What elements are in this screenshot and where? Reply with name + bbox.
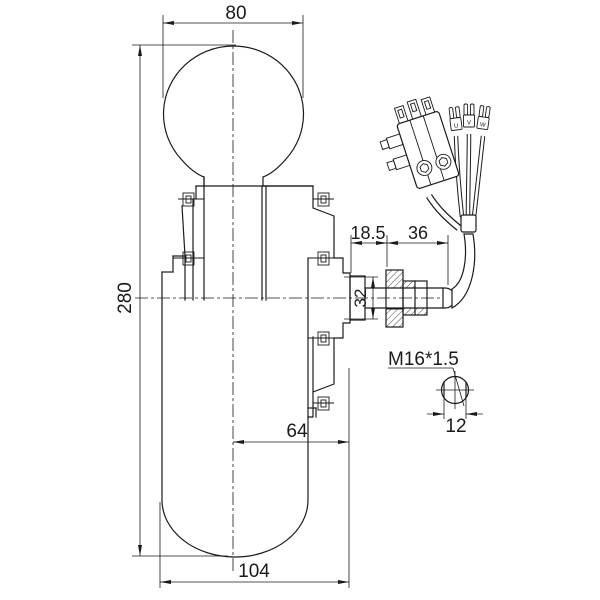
centerlines <box>135 30 462 572</box>
ball-top-outline <box>162 45 305 187</box>
wheel-outline <box>161 45 309 558</box>
fork-terminal-u: U <box>448 106 463 131</box>
signal-connector <box>379 96 460 189</box>
dim-overall-width-label: 104 <box>238 561 270 582</box>
motor-cable: U V W <box>379 96 491 310</box>
fork-terminal-v: V <box>463 103 475 128</box>
hub-left-cover <box>161 185 197 273</box>
dimension-ball-width: 80 <box>162 3 304 98</box>
hub-right-cover <box>262 185 351 418</box>
hub-inner-plates <box>184 176 314 418</box>
dim-axle-step-label: 18.5 <box>350 223 385 243</box>
main-cable <box>451 233 476 310</box>
connector-screw-2 <box>435 153 452 170</box>
terminal-label-u: U <box>454 123 459 129</box>
hub-bolts <box>173 192 343 411</box>
phase-wires <box>453 133 486 218</box>
motor-hub <box>161 176 351 418</box>
connector-screw-1 <box>416 160 433 176</box>
dimension-axle-sections: 18.5 36 <box>350 223 449 285</box>
dimension-hub-offset: 64 <box>233 368 350 588</box>
terminal-label-v: V <box>467 121 471 127</box>
thread-callout-label: M16*1.5 <box>388 349 459 370</box>
terminal-label-w: W <box>479 122 486 129</box>
dim-hub-offset-label: 64 <box>286 421 308 442</box>
dim-ball-width-label: 80 <box>225 3 246 24</box>
axle-assembly <box>349 269 456 328</box>
dimension-axle-flats: 12 <box>427 399 483 437</box>
dim-overall-height-label: 280 <box>115 282 136 314</box>
dimension-axle-boss-height: 32 <box>344 276 378 320</box>
dimension-overall-width: 104 <box>159 502 349 588</box>
dim-axle-flats-label: 12 <box>445 416 466 437</box>
cable-sheath-collar <box>460 214 477 233</box>
tire-body-outline <box>161 271 309 558</box>
dim-axle-boss-height-label: 32 <box>351 289 370 308</box>
dim-axle-length-label: 36 <box>408 223 428 243</box>
dimension-overall-height: 280 <box>115 44 236 557</box>
thread-detail: M16*1.5 12 <box>388 349 483 437</box>
axle-end-detail-circle <box>440 375 470 405</box>
fork-terminal-w: W <box>476 105 491 131</box>
axle-boss <box>349 275 366 321</box>
cable-gland <box>385 269 428 328</box>
